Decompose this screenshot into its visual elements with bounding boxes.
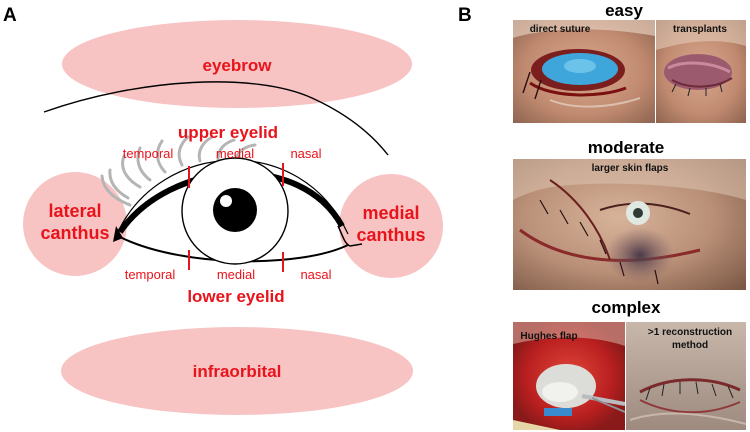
easy-title: easy [605,1,643,20]
lower-temporal-label: temporal [125,267,176,282]
photo-larger-skin-flaps: larger skin flaps [513,159,746,290]
upper-temporal-label: temporal [123,146,174,161]
panel-b: B easy direct suture transplants moderat… [458,1,747,430]
pupil [213,188,257,232]
medial-canthus-zone [339,174,443,278]
moderate-title: moderate [588,138,665,157]
upper-eyelid-label: upper eyelid [178,123,278,142]
eyelashes [100,135,257,207]
transplants-label: transplants [673,24,727,35]
panel-a: A eyebrow infraorbital lateral canthus m… [3,5,443,415]
lateral-canthus-zone [23,172,127,276]
direct-suture-label: direct suture [530,24,591,35]
lateral-canthus-label-1: lateral [48,201,101,221]
lateral-canthus-corner [113,226,123,242]
infraorbital-label: infraorbital [193,362,282,381]
photo-reconstruction-method: >1 reconstruction method [626,322,747,430]
lower-medial-label: medial [217,267,255,282]
segment-dividers [188,163,284,272]
lower-nasal-label: nasal [300,267,331,282]
medial-canthus-label-1: medial [362,203,419,223]
lower-eyelid-label: lower eyelid [187,287,284,306]
eyebrow-label: eyebrow [203,56,273,75]
reconstruction-label-1: >1 reconstruction [648,327,732,338]
medial-canthus-label-2: canthus [356,225,425,245]
medial-canthus-corner [337,225,363,247]
photo-hughes-flap: Hughes flap [513,322,626,430]
upper-nasal-label: nasal [290,146,321,161]
panel-a-letter: A [3,5,17,26]
panel-b-letter: B [458,5,472,26]
larger-skin-flaps-label: larger skin flaps [592,163,669,174]
lateral-canthus-label-2: canthus [40,223,109,243]
upper-medial-label: medial [216,146,254,161]
hughes-flap-label: Hughes flap [520,331,577,342]
infraorbital-zone [61,327,413,415]
reconstruction-label-2: method [672,340,708,351]
photo-transplants: transplants [656,20,746,123]
pupil-highlight [220,195,232,207]
photo-direct-suture: direct suture [513,20,655,123]
complex-title: complex [592,298,662,317]
eyebrow-line [43,81,389,156]
